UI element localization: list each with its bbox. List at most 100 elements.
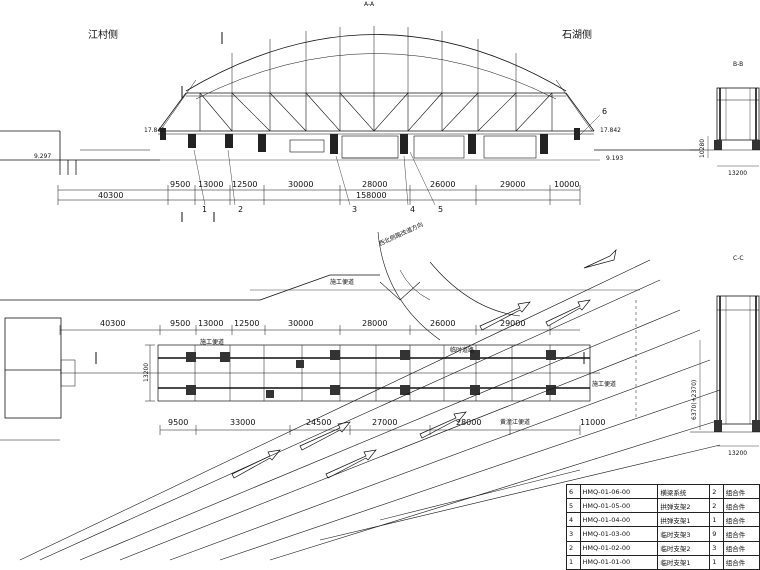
plan-dim-top-6: 28000 bbox=[362, 319, 387, 328]
table-row: 2 HMQ-01-02-00 临时支架2 3 组合件 bbox=[566, 540, 760, 556]
table-row: 1 HMQ-01-01-00 临时支架1 1 组合件 bbox=[566, 554, 760, 570]
elev-dim-6: 26000 bbox=[430, 180, 455, 189]
left-abutment bbox=[4, 317, 62, 419]
arch-hangers bbox=[231, 26, 517, 93]
callout-3: 3 bbox=[352, 205, 357, 214]
diagonal-roads bbox=[19, 259, 721, 561]
callout-2: 2 bbox=[238, 205, 243, 214]
arch-inner-chord bbox=[195, 53, 557, 100]
plan-dim-top-2: 9500 bbox=[170, 319, 190, 328]
row-qty: 3 bbox=[709, 540, 724, 556]
row-qty: 9 bbox=[709, 526, 724, 542]
callout-4: 4 bbox=[410, 205, 415, 214]
plan-dim-bottom-4: 27000 bbox=[372, 418, 397, 427]
plan-dim-top-5: 30000 bbox=[288, 319, 313, 328]
section-cc bbox=[690, 295, 760, 447]
row-name: 拱弹支架2 bbox=[657, 498, 711, 514]
plan-dim-top-7: 26000 bbox=[430, 319, 455, 328]
row-code: HMQ-01-03-00 bbox=[579, 526, 659, 542]
traffic-arrows bbox=[231, 248, 617, 479]
plan-dim-bottom-6: 11000 bbox=[580, 418, 605, 427]
construction-road-label-1: 施工便道 bbox=[330, 278, 354, 286]
left-side-label: 江村侧 bbox=[88, 28, 118, 41]
elev-dim-1: 9500 bbox=[170, 180, 190, 189]
elevation-dimension-line bbox=[57, 185, 581, 205]
row-qty: 2 bbox=[709, 483, 724, 500]
plan-dim-top-4: 12500 bbox=[234, 319, 259, 328]
table-row: 4 HMQ-01-04-00 拱弹支架1 1 组合件 bbox=[566, 512, 760, 528]
plan-dim-bottom-2: 33000 bbox=[230, 418, 255, 427]
table-row: 6 HMQ-01-06-00 横梁系统 2 组合件 bbox=[566, 483, 760, 500]
row-code: HMQ-01-02-00 bbox=[579, 540, 659, 556]
row-no: 3 bbox=[566, 526, 581, 542]
row-note: 组合件 bbox=[722, 483, 760, 500]
elev-dim-total-left: 40300 bbox=[98, 191, 123, 200]
row-name: 临时支架3 bbox=[657, 526, 711, 542]
row-code: HMQ-01-01-00 bbox=[579, 554, 659, 570]
curved-road-2 bbox=[429, 261, 521, 317]
elev-dim-2: 13000 bbox=[198, 180, 223, 189]
row-name: 临时支架1 bbox=[657, 554, 711, 570]
temporary-supports bbox=[160, 128, 580, 154]
row-note: 组合件 bbox=[722, 554, 760, 570]
row-note: 组合件 bbox=[722, 540, 760, 556]
row-qty: 1 bbox=[709, 554, 724, 570]
row-qty: 2 bbox=[709, 498, 724, 514]
plan-supports bbox=[186, 350, 556, 398]
row-note: 组合件 bbox=[722, 526, 760, 542]
elev-dim-total-span: 158000 bbox=[356, 191, 387, 200]
row-name: 拱弹支架1 bbox=[657, 512, 711, 528]
plan-width-dim: 13200 bbox=[143, 363, 150, 382]
section-cc-height: 6370(+2370) bbox=[691, 380, 698, 420]
row-qty: 1 bbox=[709, 512, 724, 528]
table-row: 5 HMQ-01-05-00 拱弹支架2 2 组合件 bbox=[566, 498, 760, 514]
construction-road-label-3: 施工便道 bbox=[592, 380, 616, 388]
row-no: 1 bbox=[566, 554, 581, 570]
plan-dim-top-1: 40300 bbox=[100, 319, 125, 328]
elev-dim-4: 30000 bbox=[288, 180, 313, 189]
elev-dim-3: 12500 bbox=[232, 180, 257, 189]
construction-road-label-2: 施工便道 bbox=[200, 338, 224, 346]
row-code: HMQ-01-04-00 bbox=[579, 512, 659, 528]
row-name: 横梁系统 bbox=[657, 483, 711, 500]
section-cc-width: 13200 bbox=[728, 450, 747, 457]
section-cc-title: C-C bbox=[733, 255, 744, 262]
row-no: 6 bbox=[566, 483, 581, 500]
plan-dim-bottom-3: 24500 bbox=[306, 418, 331, 427]
row-no: 4 bbox=[566, 512, 581, 528]
section-aa-title: A-A bbox=[364, 1, 375, 8]
arch-top-chord bbox=[185, 34, 567, 92]
support-frames bbox=[289, 135, 537, 159]
temp-road-label: 临时道路 bbox=[450, 346, 474, 354]
callout-5: 5 bbox=[438, 205, 443, 214]
right-ground-mark: 9.193 bbox=[606, 155, 623, 162]
callout-1: 1 bbox=[202, 205, 207, 214]
section-bb bbox=[690, 87, 760, 167]
plan-dim-bottom-5: 28000 bbox=[456, 418, 481, 427]
plan-dim-top-8: 29000 bbox=[500, 319, 525, 328]
section-bb-title: B-B bbox=[733, 61, 743, 68]
diag-road-label: 西北侧路改道方向 bbox=[377, 220, 424, 248]
truss-web bbox=[199, 92, 553, 132]
row-note: 组合件 bbox=[722, 512, 760, 528]
section-bb-width: 13200 bbox=[728, 170, 747, 177]
left-ground-mark: 9.297 bbox=[34, 153, 51, 160]
river-road-label: 黄潼江便道 bbox=[500, 418, 530, 426]
section-bb-height: 10280 bbox=[699, 139, 706, 158]
row-note: 组合件 bbox=[722, 498, 760, 514]
right-side-label: 石湖侧 bbox=[562, 28, 592, 41]
elevation-view bbox=[0, 26, 700, 222]
row-no: 2 bbox=[566, 540, 581, 556]
plan-dim-top-3: 13000 bbox=[198, 319, 223, 328]
row-no: 5 bbox=[566, 498, 581, 514]
left-elevation-mark: 17.842 bbox=[144, 127, 165, 134]
curved-road-1 bbox=[377, 231, 441, 341]
plan-view bbox=[0, 231, 721, 561]
row-code: HMQ-01-05-00 bbox=[579, 498, 659, 514]
elev-dim-8: 10000 bbox=[554, 180, 579, 189]
elev-dim-7: 29000 bbox=[500, 180, 525, 189]
table-row: 3 HMQ-01-03-00 临时支架3 9 组合件 bbox=[566, 526, 760, 542]
row-code: HMQ-01-06-00 bbox=[579, 483, 659, 500]
callout-6: 6 bbox=[602, 107, 607, 116]
